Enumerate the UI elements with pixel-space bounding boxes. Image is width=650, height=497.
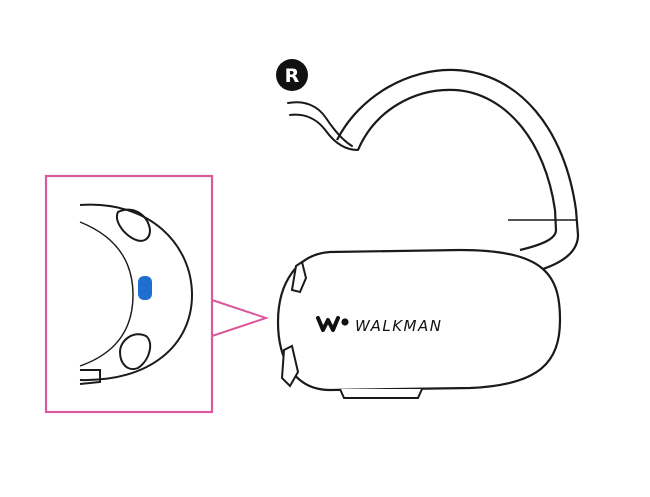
- indicator-led-icon: [138, 276, 152, 300]
- ear-hook: [336, 68, 580, 272]
- callout-box: [44, 174, 214, 414]
- walkman-logo: WALKMAN: [316, 316, 442, 335]
- side-marker-label: R: [285, 65, 300, 87]
- earphone-body: [276, 248, 562, 392]
- magnified-earphone: [79, 203, 194, 385]
- walkman-wordmark: WALKMAN: [355, 317, 442, 335]
- magnified-button-bottom: [118, 333, 152, 370]
- walkman-w-logo-icon: [316, 316, 340, 332]
- magnified-button-top: [116, 208, 152, 242]
- right-side-badge-icon: R: [276, 59, 308, 91]
- side-buttons: [280, 260, 308, 388]
- bottom-connector: [339, 388, 423, 399]
- cable: [287, 101, 359, 151]
- callout-pointer: [211, 299, 270, 337]
